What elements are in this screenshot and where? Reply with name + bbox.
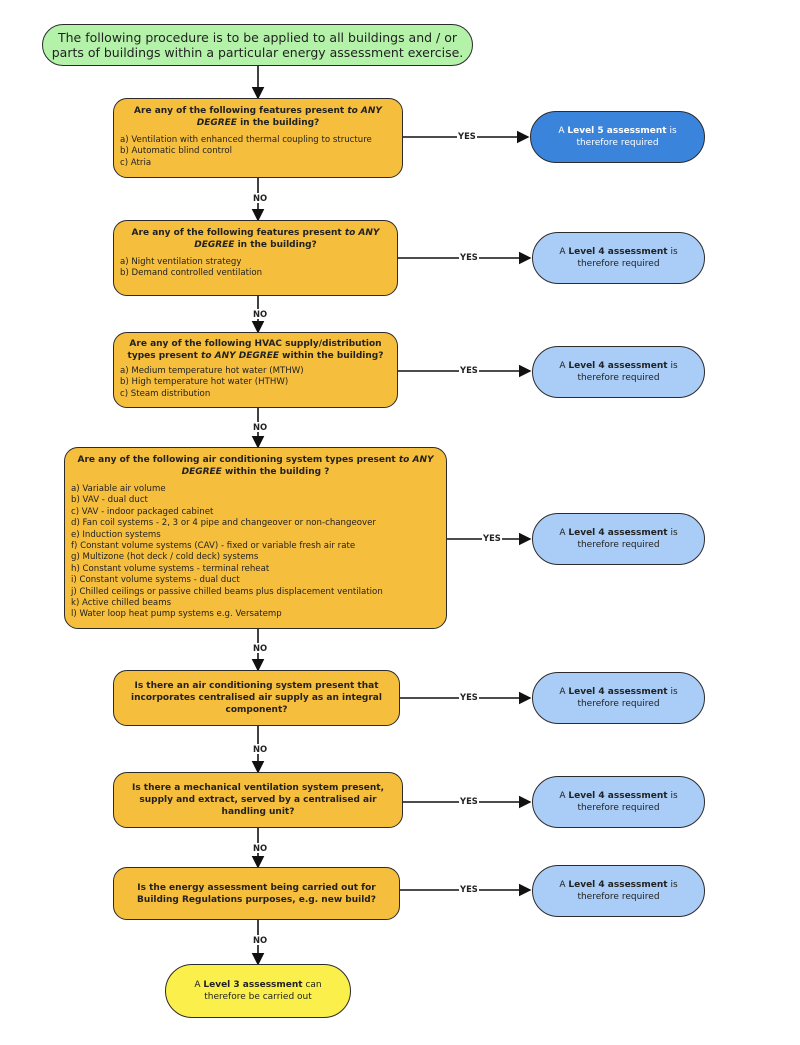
option-item: c) Atria	[120, 157, 152, 168]
decision-options-1: a) Ventilation with enhanced thermal cou…	[120, 135, 396, 169]
outcome-box-1: A Level 5 assessment is therefore requir…	[530, 111, 705, 163]
start-text: The following procedure is to be applied…	[51, 30, 464, 60]
no-label: NO	[252, 309, 269, 319]
option-item: f) Constant volume systems (CAV) - fixed…	[71, 541, 356, 552]
outcome-box-5: A Level 4 assessment is therefore requir…	[532, 672, 705, 724]
no-label: NO	[252, 935, 269, 945]
option-item: j) Chilled ceilings or passive chilled b…	[71, 586, 383, 597]
decision-options-4: a) Variable air volume b) VAV - dual duc…	[71, 484, 440, 621]
decision-question-4: Are any of the following air conditionin…	[77, 455, 434, 477]
decision-box-2: Are any of the following features presen…	[113, 220, 398, 296]
decision-box-3: Are any of the following HVAC supply/dis…	[113, 332, 398, 408]
decision-box-6: Is there a mechanical ventilation system…	[113, 772, 403, 828]
yes-label: YES	[459, 884, 479, 894]
decision-question-5: Is there an air conditioning system pres…	[131, 681, 382, 715]
yes-label: YES	[459, 365, 479, 375]
option-item: b) Demand controlled ventilation	[120, 268, 263, 279]
option-item: c) Steam distribution	[120, 388, 211, 399]
option-item: b) Automatic blind control	[120, 146, 232, 157]
yes-label: YES	[482, 533, 502, 543]
decision-box-5: Is there an air conditioning system pres…	[113, 670, 400, 726]
option-item: a) Medium temperature hot water (MTHW)	[120, 366, 304, 376]
yes-label: YES	[459, 252, 479, 262]
no-label: NO	[252, 843, 269, 853]
no-label: NO	[252, 193, 269, 203]
decision-options-2: a) Night ventilation strategy b) Demand …	[120, 257, 391, 280]
outcome-box-3: A Level 4 assessment is therefore requir…	[532, 346, 705, 398]
decision-question-6: Is there a mechanical ventilation system…	[131, 783, 385, 817]
option-item: l) Water loop heat pump systems e.g. Ver…	[71, 609, 282, 620]
outcome-box-2: A Level 4 assessment is therefore requir…	[532, 232, 705, 284]
decision-box-1: Are any of the following features presen…	[113, 98, 403, 178]
final-outcome-box: A Level 3 assessment can therefore be ca…	[165, 964, 351, 1018]
outcome-box-4: A Level 4 assessment is therefore requir…	[532, 513, 705, 565]
option-item: a) Variable air volume	[71, 484, 166, 494]
decision-question-7: Is the energy assessment being carried o…	[137, 882, 376, 905]
option-item: a) Ventilation with enhanced thermal cou…	[120, 135, 372, 145]
decision-box-7: Is the energy assessment being carried o…	[113, 867, 400, 920]
yes-label: YES	[457, 131, 477, 141]
outcome-box-7: A Level 4 assessment is therefore requir…	[532, 865, 705, 917]
yes-label: YES	[459, 796, 479, 806]
yes-label: YES	[459, 692, 479, 702]
no-label: NO	[252, 643, 269, 653]
outcome-box-6: A Level 4 assessment is therefore requir…	[532, 776, 705, 828]
start-box: The following procedure is to be applied…	[42, 24, 473, 66]
option-item: e) Induction systems	[71, 529, 161, 540]
decision-box-4: Are any of the following air conditionin…	[64, 447, 447, 629]
option-item: h) Constant volume systems - terminal re…	[71, 563, 270, 574]
option-item: g) Multizone (hot deck / cold deck) syst…	[71, 552, 259, 563]
decision-options-3: a) Medium temperature hot water (MTHW) b…	[120, 366, 391, 400]
option-item: b) High temperature hot water (HTHW)	[120, 377, 289, 388]
option-item: c) VAV - indoor packaged cabinet	[71, 506, 214, 517]
decision-question-2: Are any of the following features presen…	[131, 228, 380, 250]
decision-question-1: Are any of the following features presen…	[134, 106, 382, 128]
option-item: b) VAV - dual duct	[71, 495, 148, 506]
option-item: i) Constant volume systems - dual duct	[71, 575, 240, 586]
decision-question-3: Are any of the following HVAC supply/dis…	[127, 339, 384, 361]
no-label: NO	[252, 744, 269, 754]
no-label: NO	[252, 422, 269, 432]
option-item: d) Fan coil systems - 2, 3 or 4 pipe and…	[71, 518, 376, 529]
option-item: k) Active chilled beams	[71, 598, 172, 609]
option-item: a) Night ventilation strategy	[120, 257, 242, 267]
